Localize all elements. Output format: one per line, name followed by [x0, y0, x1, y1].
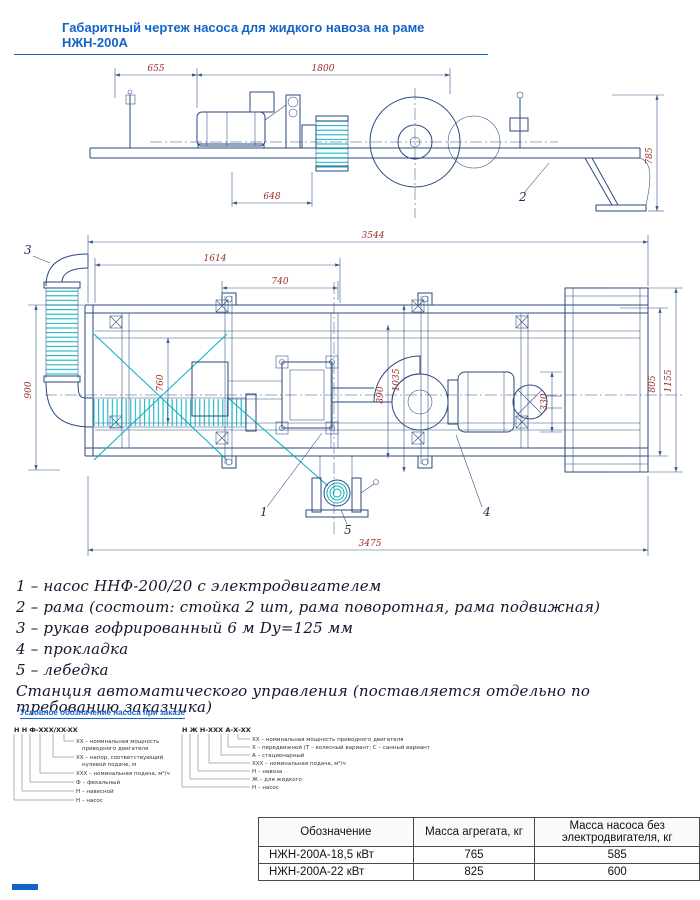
table-header-pump-mass: Масса насоса без электродвигателя, кг [534, 817, 700, 847]
frame-plan [84, 287, 649, 473]
tree-line: приводного двигателя [82, 746, 148, 752]
tree-line: Н – навесной [76, 788, 114, 795]
technical-drawing: 655 1800 648 785 2 [24, 64, 684, 556]
legend-item-4: 4 – прокладка [16, 640, 129, 658]
dim-1614-label: 1614 [204, 254, 227, 264]
ordering-heading: Условное обозначение насоса при заказе [20, 708, 186, 719]
callout-3: 3 [24, 243, 32, 257]
title-bar: Габаритный чертеж насоса для жидкого нав… [14, 20, 488, 55]
legend-item-1: 1 – насос ННФ-200/20 с электродвигателем [16, 577, 382, 595]
legend-note: Станция автоматического управления (пост… [16, 682, 591, 716]
dim-740-label: 740 [271, 277, 288, 287]
electric-motor-side [196, 91, 275, 149]
table-cell: НЖН-200А-22 кВт [258, 863, 414, 881]
dim-330-label: 330 [540, 393, 550, 410]
footer-mark [12, 884, 38, 890]
tree-line: Х – передвижной (Т – колесный вариант; С… [252, 744, 430, 751]
callout-1: 1 [260, 505, 268, 519]
table-cell: 600 [534, 863, 700, 881]
page-title: Габаритный чертеж насоса для жидкого нав… [62, 20, 425, 50]
legend-item-5: 5 – лебедка [16, 661, 109, 679]
tree-line: XX – номинальная мощность приводного дви… [252, 737, 403, 743]
dim-1800-label: 1800 [312, 64, 335, 74]
tree-line: нулевой подаче, м [82, 761, 136, 768]
winch [305, 456, 379, 518]
wheel [369, 96, 501, 188]
designation-tree-nzhn: Н Ж Н-XXX А-Х-XX XX – номинальная мощнос… [181, 726, 430, 791]
pulley-block [264, 94, 317, 149]
tree-line: Н – навоза [252, 769, 282, 775]
table-cell: 585 [534, 846, 700, 864]
dim-655-label: 655 [147, 64, 164, 74]
table-row: НЖН-200А-22 кВт 825 600 [258, 863, 700, 881]
dim-900-label: 900 [24, 381, 34, 398]
table-cell: НЖН-200А-18,5 кВт [258, 846, 414, 864]
callout-4: 4 [482, 505, 491, 519]
corrugated-section-side [315, 115, 349, 172]
winch-post-side [509, 91, 529, 148]
frame-beam [89, 147, 641, 159]
corrugated-hose [43, 253, 257, 432]
callout-2: 2 [518, 190, 527, 204]
dim-805-label: 805 [648, 375, 658, 392]
table-cell: 765 [412, 846, 536, 864]
mass-table: Обозначение Масса агрегата, кг Масса нас… [258, 817, 700, 881]
winch-cables [93, 333, 329, 487]
pump-unit [191, 355, 562, 435]
side-dimensions: 655 1800 648 785 2 [114, 64, 664, 212]
designation-tree-nnf: Н Н Ф-XXX/XX-XX XX – номинальная мощност… [13, 726, 170, 804]
designation-code-nnf: Н Н Ф-XXX/XX-XX [14, 726, 78, 734]
plan-view: 3544 1614 740 900 760 890 1035 [24, 231, 684, 556]
tree-line: XX – напор, соответствующий [76, 754, 164, 761]
table-cell: 825 [412, 863, 536, 881]
dim-890-label: 890 [376, 386, 386, 403]
dim-760-label: 760 [156, 374, 166, 391]
dim-1035-label: 1035 [392, 368, 402, 391]
tree-line: XX – номинальная мощность [76, 739, 159, 745]
dim-785-label: 785 [645, 147, 655, 164]
dim-648-label: 648 [263, 192, 280, 202]
table-row: НЖН-200А-18,5 кВт 765 585 [258, 846, 700, 864]
legend-item-3: 3 – рукав гофрированный 6 м Dу=125 мм [16, 619, 354, 637]
table-header-designation: Обозначение [258, 817, 414, 847]
dim-3544-label: 3544 [362, 231, 385, 241]
tree-line: Н – насос [76, 798, 103, 804]
dim-1155-label: 1155 [664, 369, 674, 392]
plan-dimensions: 3544 1614 740 900 760 890 1035 [24, 231, 683, 556]
tree-line: Ф – фекальный [76, 779, 120, 786]
callout-5: 5 [344, 523, 352, 537]
dim-3475-label: 3475 [359, 539, 382, 549]
legend-item-2: 2 – рама (состоит: стойка 2 шт, рама пов… [16, 598, 601, 616]
tree-line: XXX – номинальная подача, м³/ч [252, 760, 346, 767]
tree-line: XXX – номинальная подача, м³/ч [76, 770, 170, 777]
parts-legend: 1 – насос ННФ-200/20 с электродвигателем… [16, 578, 688, 720]
tree-line: Ж – для жидкого [252, 777, 302, 783]
tree-line: А – стационарный [252, 752, 305, 759]
tree-line: Н – насос [252, 785, 279, 791]
side-view: 655 1800 648 785 2 [89, 64, 664, 218]
mast [125, 89, 136, 148]
stand-leg [584, 157, 651, 212]
table-header-unit-mass: Масса агрегата, кг [412, 817, 536, 847]
designation-code-nzhn: Н Ж Н-XXX А-Х-XX [182, 726, 251, 734]
